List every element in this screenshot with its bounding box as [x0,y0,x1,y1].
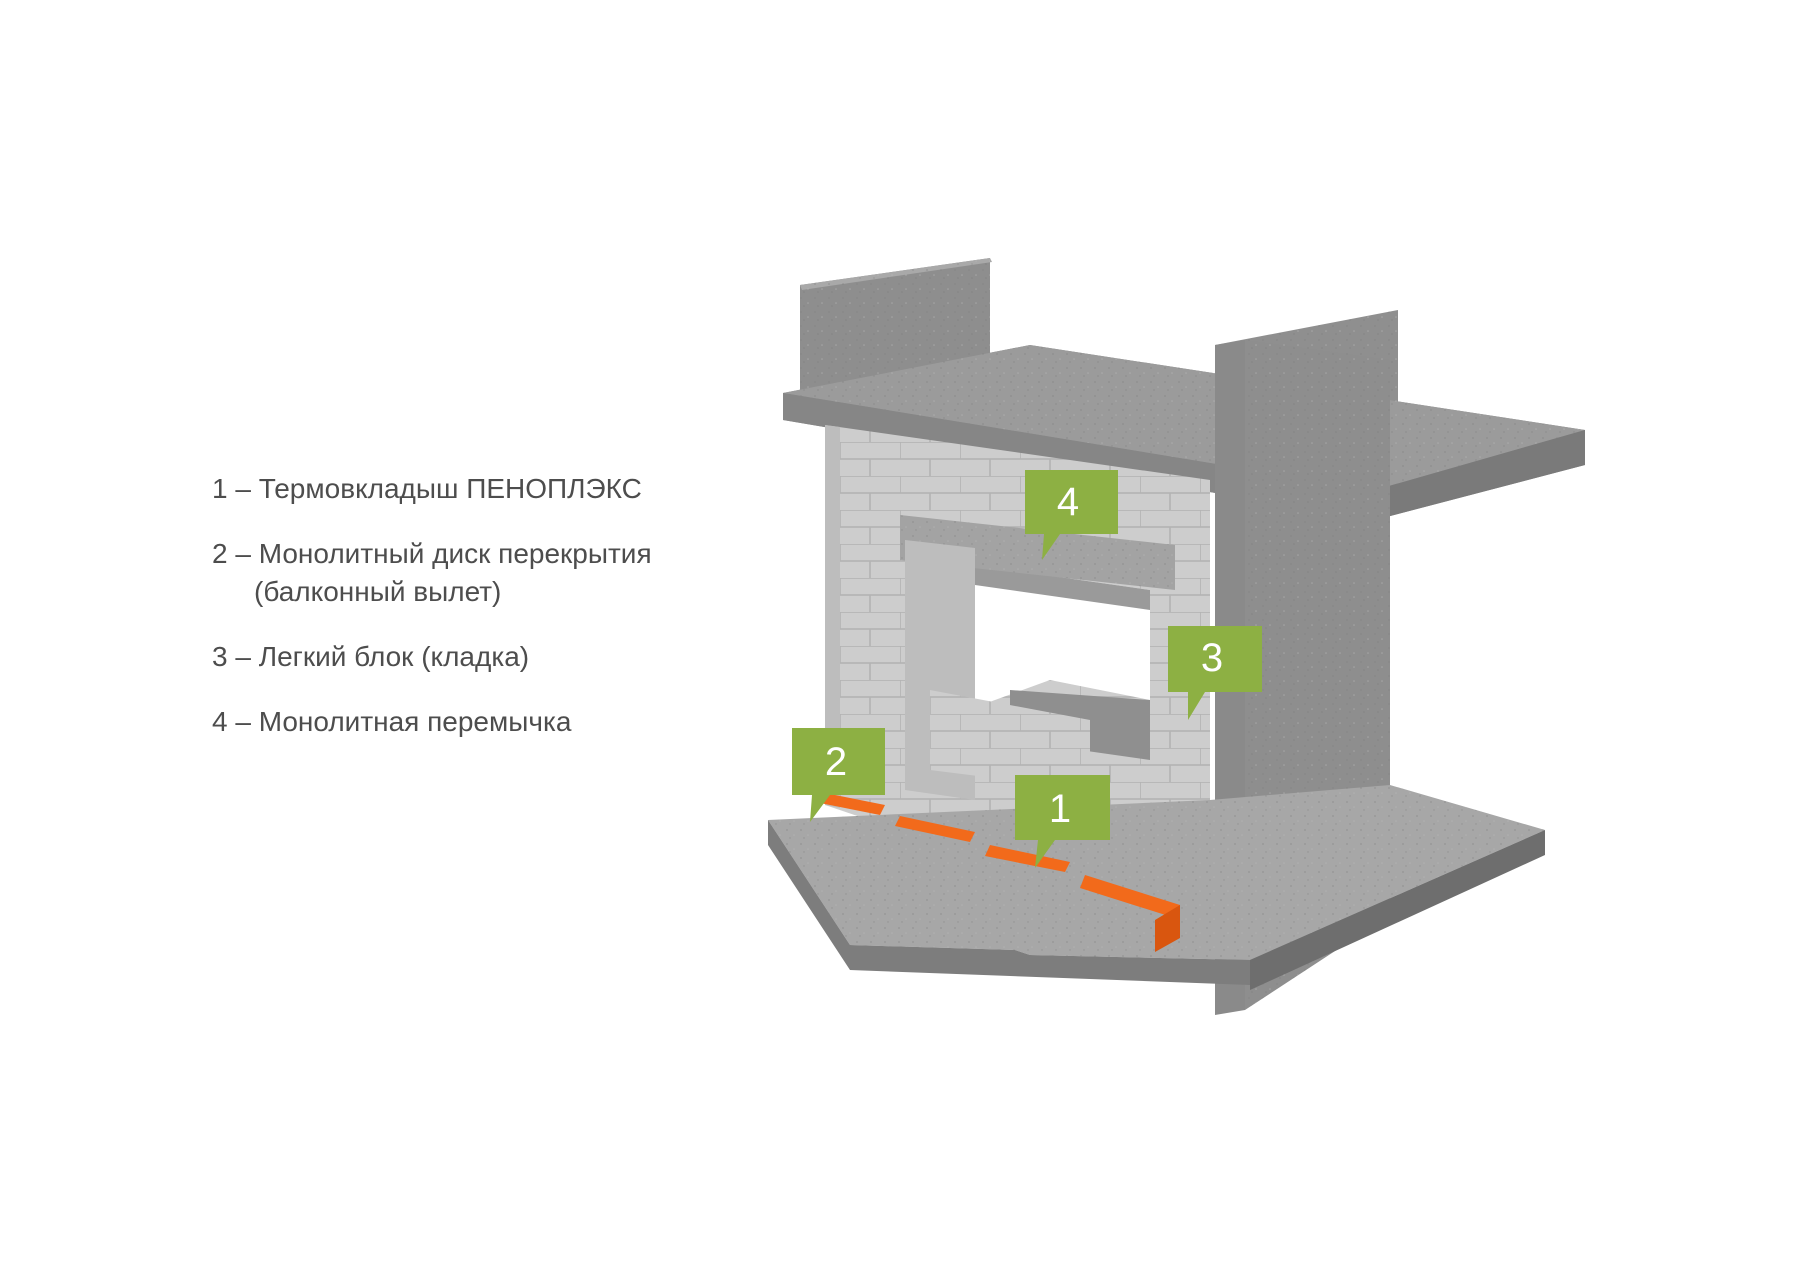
thermal-insert [820,793,1180,952]
floor-slab [768,785,1545,990]
callout-2-label: 2 [825,740,847,784]
lintel [900,515,1175,590]
callout-3: 3 [1168,626,1262,720]
legend: 1 – Термовкладыш ПЕНОПЛЭКС 2 – Монолитны… [212,470,732,768]
legend-item-2: 2 – Монолитный диск перекрытия (балконны… [212,535,732,611]
callout-3-label: 3 [1201,636,1223,680]
legend-item-1-text: 1 – Термовкладыш ПЕНОПЛЭКС [212,473,642,504]
legend-item-3: 3 – Легкий блок (кладка) [212,638,732,676]
callout-1-label: 1 [1049,787,1071,831]
callout-1: 1 [1015,775,1110,868]
legend-item-1: 1 – Термовкладыш ПЕНОПЛЭКС [212,470,732,508]
legend-item-2-continuation: (балконный вылет) [254,576,502,607]
window-jambs [905,540,1090,800]
callout-4-label: 4 [1057,480,1079,524]
legend-item-2-text: 2 – Монолитный диск перекрытия [212,538,652,569]
legend-item-4: 4 – Монолитная перемычка [212,703,732,741]
legend-item-4-text: 4 – Монолитная перемычка [212,706,572,737]
callout-2: 2 [792,728,885,822]
callout-4: 4 [1025,470,1118,560]
legend-item-3-text: 3 – Легкий блок (кладка) [212,641,530,672]
